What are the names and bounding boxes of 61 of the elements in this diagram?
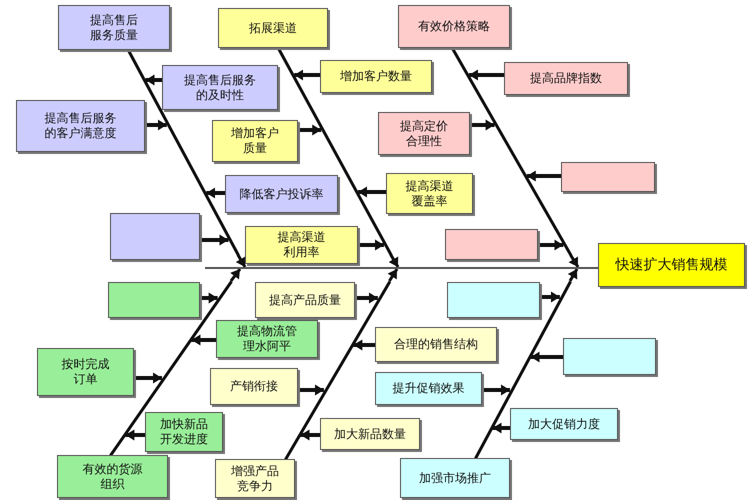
cause-box — [563, 338, 656, 375]
arrow — [468, 70, 504, 80]
arrow — [470, 120, 495, 130]
arrow — [145, 120, 167, 130]
cause-box: 提升促销效果 — [375, 372, 482, 405]
arrow — [206, 188, 225, 198]
cause-box: 增加客户质量 — [212, 120, 298, 162]
arrow — [540, 292, 560, 302]
spine-line — [204, 267, 599, 269]
arrow — [191, 336, 216, 344]
cause-box — [561, 162, 655, 192]
cause-box: 提高售后服务的客户满意度 — [16, 100, 145, 152]
cause-box — [110, 213, 200, 260]
arrow — [482, 386, 510, 394]
cause-box: 提高渠道覆盖率 — [386, 173, 473, 214]
cause-box: 提高产品质量 — [255, 282, 355, 318]
cause-box: 提高渠道利用率 — [245, 226, 358, 264]
arrow — [298, 126, 322, 134]
cause-box: 提高定价合理性 — [378, 112, 470, 155]
effect-box: 快速扩大销售规模 — [598, 243, 745, 287]
arrow — [146, 76, 162, 84]
cause-box: 提高售后服务的及时性 — [162, 65, 278, 110]
arrow — [294, 70, 320, 80]
bone-line — [108, 280, 232, 456]
arrow — [358, 240, 384, 250]
category-box: 加强市场推广 — [400, 458, 510, 498]
arrow — [200, 236, 228, 244]
arrow — [538, 240, 564, 250]
arrow — [530, 352, 563, 362]
arrow — [298, 386, 324, 394]
arrow — [388, 268, 398, 282]
arrow — [134, 374, 162, 382]
cause-box: 加大促销力度 — [510, 408, 618, 440]
arrow — [526, 172, 561, 180]
arrow — [569, 254, 580, 268]
arrow — [200, 294, 218, 302]
category-box: 有效价格策略 — [398, 5, 510, 48]
arrow — [492, 424, 510, 432]
arrow — [358, 188, 386, 196]
cause-box: 产销衔接 — [210, 368, 298, 405]
arrow — [390, 254, 400, 268]
cause-box: 按时完成订单 — [37, 348, 134, 396]
arrow — [568, 268, 578, 282]
cause-box: 降低客户投诉率 — [225, 175, 338, 213]
arrow — [230, 268, 242, 282]
arrow — [355, 294, 378, 302]
cause-box — [447, 282, 540, 318]
category-box: 拓展渠道 — [218, 8, 328, 48]
arrow — [353, 340, 375, 350]
arrow — [236, 254, 246, 268]
category-box: 提高售后服务质量 — [58, 5, 170, 50]
category-box: 增强产品竞争力 — [215, 459, 295, 498]
cause-box: 加大新品数量 — [320, 418, 420, 450]
cause-box: 提高物流管理水阿平 — [216, 320, 318, 358]
cause-box — [445, 229, 538, 260]
arrow — [300, 430, 320, 440]
cause-box: 合理的销售结构 — [375, 327, 497, 362]
cause-box: 提高品牌指数 — [504, 62, 628, 95]
cause-box: 增加客户数量 — [320, 60, 432, 93]
arrow — [125, 430, 145, 440]
category-box: 有效的货源组织 — [57, 455, 168, 498]
